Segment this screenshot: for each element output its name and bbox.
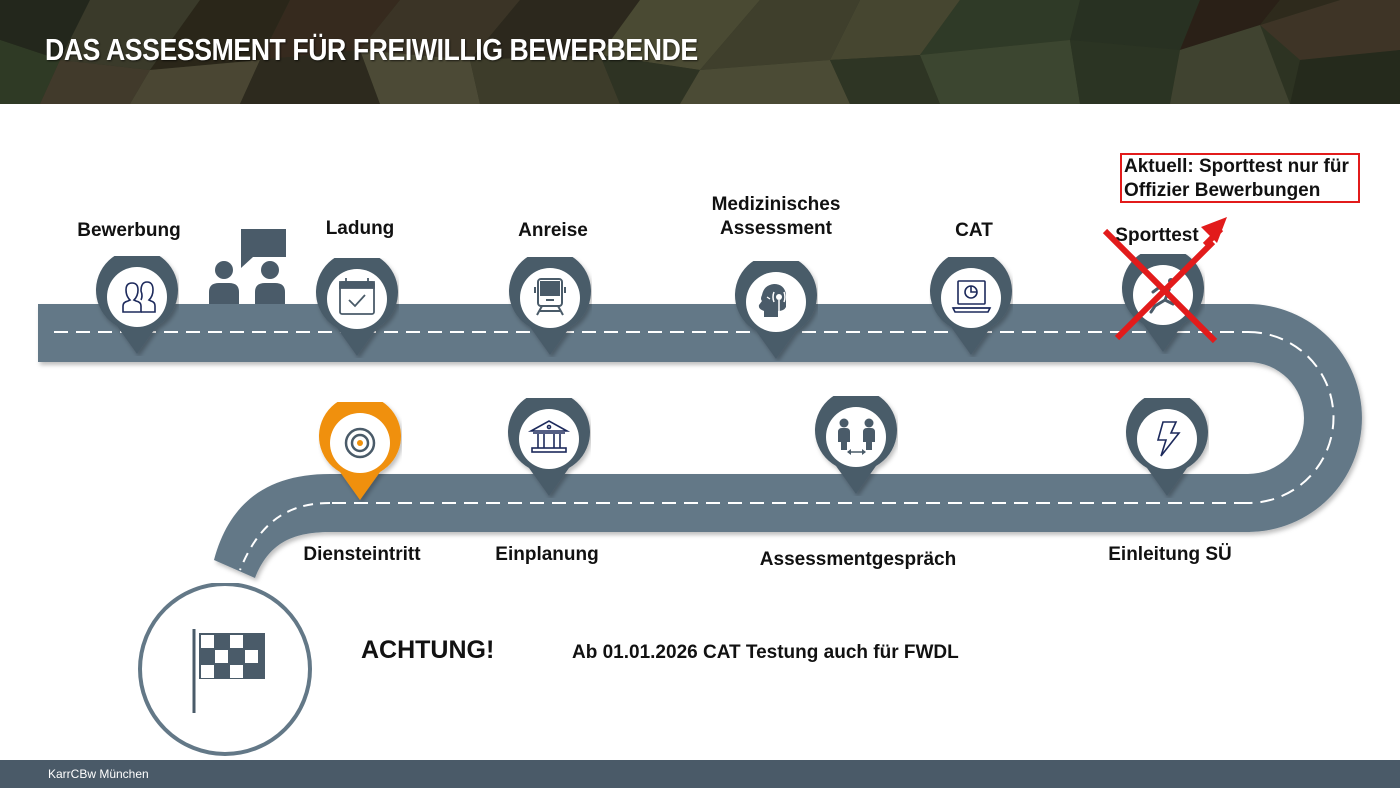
- pin-cat[interactable]: [929, 257, 1013, 357]
- pin-einleitung-su[interactable]: [1125, 398, 1209, 498]
- pin-medizinisches-assessment[interactable]: [734, 261, 818, 361]
- step-label-line1: Medizinisches: [711, 194, 841, 215]
- conversation-icon: [209, 229, 286, 304]
- step-label-line2: Assessment: [720, 218, 832, 239]
- note-line2: Offizier Bewerbungen: [1124, 180, 1321, 201]
- two-people-exchange-icon: [838, 418, 875, 455]
- notice-text: Ab 01.01.2026 CAT Testung auch für FWDL: [572, 642, 959, 663]
- pin-bewerbung[interactable]: [95, 256, 179, 356]
- footer-bar: KarrCBw München: [0, 760, 1400, 788]
- laptop-chart-icon: [951, 280, 992, 313]
- step-label-sporttest: Sporttest: [1115, 225, 1199, 246]
- step-label-diensteintritt: Diensteintritt: [303, 544, 421, 565]
- roadmap-road: [38, 304, 1362, 578]
- users-icon: [122, 281, 156, 313]
- institution-icon: [527, 420, 571, 453]
- pin-assessmentgespraech[interactable]: [814, 396, 898, 496]
- pin-anreise[interactable]: [508, 257, 592, 357]
- notice-heading: ACHTUNG!: [361, 636, 495, 664]
- lightning-icon: [1156, 421, 1181, 457]
- checkered-flag-icon: [192, 629, 265, 713]
- pin-diensteintritt[interactable]: [318, 402, 402, 502]
- pin-einplanung[interactable]: [507, 398, 591, 498]
- step-label-assessmentgespraech: Assessmentgespräch: [759, 549, 957, 570]
- pin-ladung[interactable]: [315, 258, 399, 358]
- step-label-bewerbung: Bewerbung: [77, 220, 181, 241]
- arrow-head: [1201, 217, 1227, 243]
- head-stethoscope-icon: [758, 284, 786, 318]
- page-title: DAS ASSESSMENT FÜR FREIWILLIG BEWERBENDE: [45, 32, 698, 67]
- step-label-medizinisches-assessment: Medizinisches Assessment: [712, 193, 841, 241]
- calendar-check-icon: [339, 278, 375, 315]
- step-label-einplanung: Einplanung: [495, 544, 599, 565]
- train-icon: [534, 278, 566, 316]
- footer-text: KarrCBw München: [48, 767, 149, 781]
- camouflage-background: [0, 0, 1400, 104]
- strike-out-x: [1102, 217, 1227, 344]
- step-label-anreise: Anreise: [518, 220, 588, 241]
- target-icon: [344, 427, 376, 459]
- note-line1: Aktuell: Sporttest nur für: [1124, 156, 1349, 177]
- finish-circle: [138, 583, 312, 756]
- step-label-einleitung-su: Einleitung SÜ: [1108, 544, 1232, 565]
- sporttest-note-box: Aktuell: Sporttest nur für Offizier Bewe…: [1120, 153, 1360, 203]
- step-label-ladung: Ladung: [325, 218, 395, 239]
- header-banner: DAS ASSESSMENT FÜR FREIWILLIG BEWERBENDE: [0, 0, 1400, 104]
- step-label-cat: CAT: [955, 220, 993, 241]
